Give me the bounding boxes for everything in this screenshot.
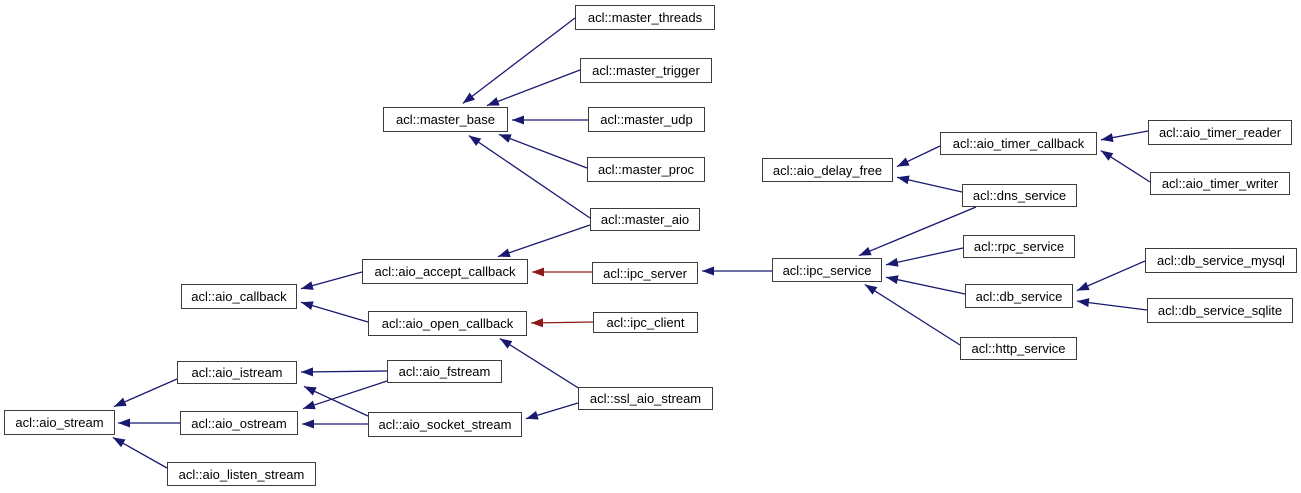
- node-master-aio[interactable]: acl::master_aio: [590, 208, 700, 231]
- node-aio-ostream[interactable]: acl::aio_ostream: [180, 411, 298, 435]
- edge-db-service-to-ipc-service: [885, 275, 966, 295]
- edge-aio-socket-stream-to-aio-istream: [303, 385, 369, 417]
- edge-master-trigger-to-master-base: [486, 69, 581, 107]
- node-ipc-service[interactable]: acl::ipc_service: [772, 258, 882, 282]
- node-db-service[interactable]: acl::db_service: [965, 284, 1073, 308]
- node-master-udp[interactable]: acl::master_udp: [588, 107, 705, 132]
- node-aio-open-callback[interactable]: acl::aio_open_callback: [368, 311, 527, 336]
- edge-rpc-service-to-ipc-service: [885, 247, 964, 267]
- node-ipc-client[interactable]: acl::ipc_client: [593, 312, 698, 333]
- edge-master-aio-to-aio-accept-callback: [497, 224, 591, 258]
- node-aio-timer-callback[interactable]: acl::aio_timer_callback: [940, 132, 1097, 155]
- edge-db-service-sqlite-to-db-service: [1076, 298, 1148, 311]
- edge-dns-service-to-aio-delay-free: [896, 175, 963, 193]
- node-master-trigger[interactable]: acl::master_trigger: [580, 58, 712, 83]
- edge-db-service-mysql-to-db-service: [1076, 260, 1146, 292]
- node-ipc-server[interactable]: acl::ipc_server: [592, 262, 698, 284]
- edge-ssl-aio-stream-to-aio-open-callback: [499, 337, 581, 390]
- node-aio-timer-reader[interactable]: acl::aio_timer_reader: [1148, 120, 1292, 145]
- node-aio-fstream[interactable]: acl::aio_fstream: [387, 360, 502, 383]
- node-rpc-service[interactable]: acl::rpc_service: [963, 235, 1075, 258]
- edge-master-proc-to-master-base: [498, 133, 588, 169]
- node-aio-timer-writer[interactable]: acl::aio_timer_writer: [1150, 172, 1290, 195]
- edge-master-threads-to-master-base: [462, 17, 576, 104]
- edge-aio-listen-stream-to-aio-stream: [112, 436, 168, 469]
- edge-aio-timer-callback-to-aio-delay-free: [896, 145, 941, 168]
- edge-aio-timer-writer-to-aio-timer-callback: [1100, 149, 1151, 183]
- edge-ipc-client-to-aio-open-callback: [530, 318, 594, 328]
- edge-http-service-to-ipc-service: [864, 283, 961, 346]
- node-aio-accept-callback[interactable]: acl::aio_accept_callback: [362, 259, 528, 284]
- edge-aio-fstream-to-aio-ostream: [302, 380, 388, 410]
- edge-ssl-aio-stream-to-aio-socket-stream: [525, 402, 579, 420]
- edge-aio-istream-to-aio-stream: [113, 378, 178, 408]
- node-master-threads[interactable]: acl::master_threads: [575, 5, 715, 30]
- node-db-service-mysql[interactable]: acl::db_service_mysql: [1145, 248, 1297, 273]
- node-aio-listen-stream[interactable]: acl::aio_listen_stream: [167, 462, 316, 486]
- node-aio-istream[interactable]: acl::aio_istream: [177, 361, 297, 384]
- node-db-service-sqlite[interactable]: acl::db_service_sqlite: [1147, 298, 1293, 323]
- node-http-service[interactable]: acl::http_service: [960, 337, 1077, 360]
- node-master-proc[interactable]: acl::master_proc: [587, 157, 705, 182]
- node-aio-stream[interactable]: acl::aio_stream: [4, 410, 115, 435]
- edge-aio-accept-callback-to-aio-callback: [300, 271, 363, 290]
- node-aio-callback[interactable]: acl::aio_callback: [181, 284, 297, 309]
- node-dns-service[interactable]: acl::dns_service: [962, 184, 1077, 207]
- edge-aio-timer-reader-to-aio-timer-callback: [1100, 130, 1149, 143]
- edge-master-aio-to-master-base: [468, 135, 591, 219]
- node-aio-socket-stream[interactable]: acl::aio_socket_stream: [368, 412, 522, 437]
- node-aio-delay-free[interactable]: acl::aio_delay_free: [762, 158, 893, 182]
- edge-dns-service-to-ipc-service: [858, 206, 977, 257]
- edge-aio-open-callback-to-aio-callback: [300, 301, 369, 323]
- edge-aio-fstream-to-aio-istream: [300, 367, 388, 377]
- node-ssl-aio-stream[interactable]: acl::ssl_aio_stream: [578, 387, 713, 410]
- node-master-base[interactable]: acl::master_base: [383, 107, 508, 132]
